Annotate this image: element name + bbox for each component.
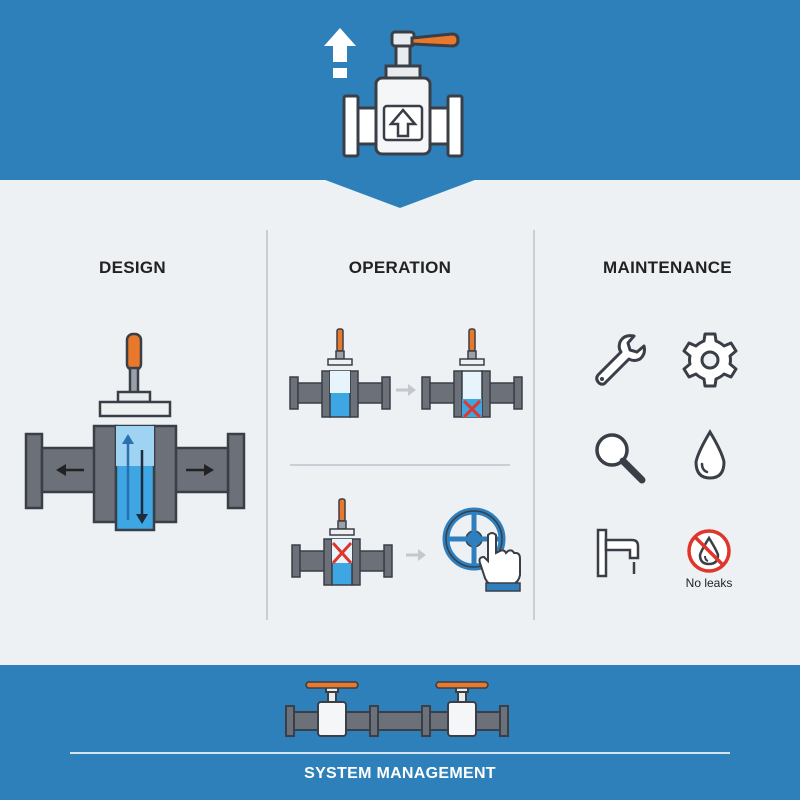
operation-title: OPERATION <box>348 258 452 277</box>
footer-divider <box>70 752 730 754</box>
column-divider-left <box>266 230 268 620</box>
design-title: DESIGN <box>99 258 166 277</box>
water-drop-icon <box>694 429 726 480</box>
no-leak-icon <box>687 529 731 573</box>
design-valve-cutaway-icon <box>24 332 246 532</box>
open-valve-icon <box>289 328 391 418</box>
handwheel-icon <box>442 507 521 592</box>
maintenance-title: MAINTENANCE <box>603 258 732 277</box>
no-leaks-label: No leaks <box>685 576 733 590</box>
header-notch <box>320 178 480 208</box>
blocked-valve-icon <box>291 498 393 586</box>
footer-band <box>0 665 800 800</box>
up-arrow-alert-icon <box>324 28 356 78</box>
operation-arrow-2-icon <box>406 549 426 561</box>
operation-arrow-icon <box>396 384 416 396</box>
faucet-icon <box>596 528 640 578</box>
hand-pointer-icon <box>478 532 521 592</box>
hero-valve-icon <box>324 28 464 158</box>
footer-title: SYSTEM MANAGEMENT <box>304 765 496 782</box>
magnifier-icon <box>595 433 646 484</box>
pipeline-valves-icon <box>285 681 509 737</box>
gear-icon <box>682 332 738 388</box>
wrench-icon <box>595 334 646 386</box>
closed-valve-icon <box>421 328 523 419</box>
operation-row-divider <box>290 464 510 466</box>
column-divider-right <box>533 230 535 620</box>
